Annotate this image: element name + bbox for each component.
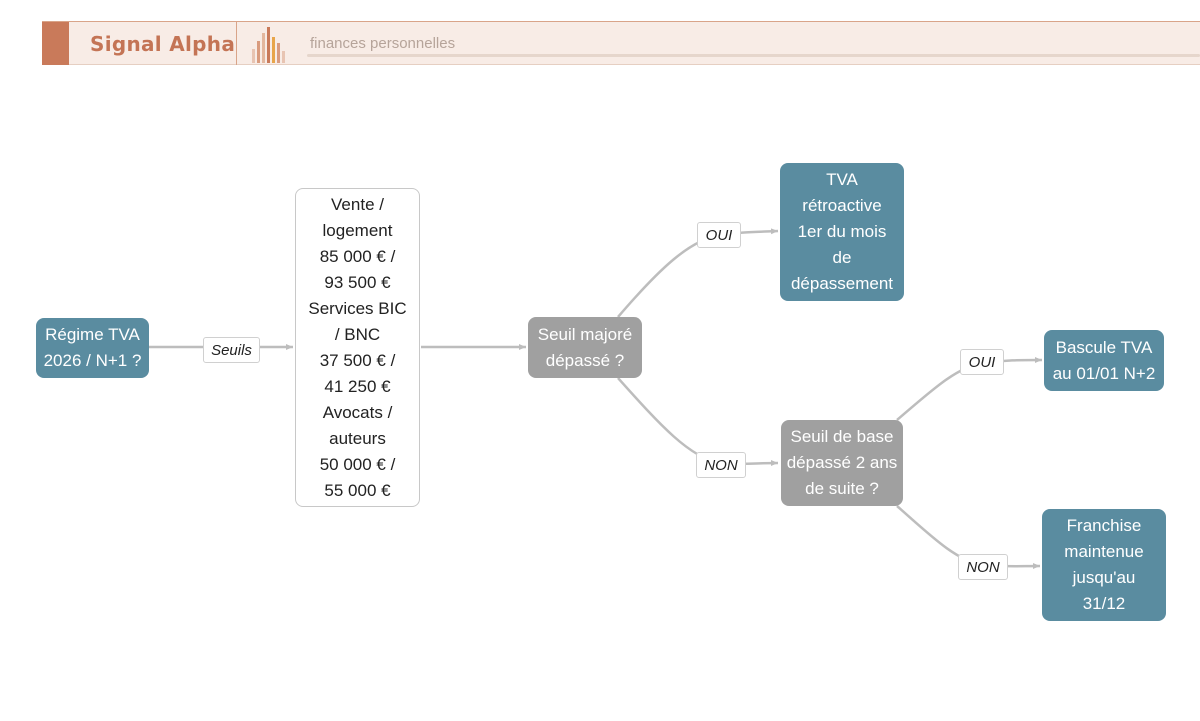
header-underline: [307, 54, 1200, 57]
node-decision-seuil-base[interactable]: Seuil de base dépassé 2 ans de suite ?: [781, 420, 903, 506]
header-divider: [236, 22, 237, 65]
node-start-regime-tva[interactable]: Régime TVA 2026 / N+1 ?: [36, 318, 149, 378]
edge-label-oui-1: OUI: [697, 222, 741, 248]
edge-label-seuils: Seuils: [203, 337, 260, 363]
app-header: Signal Alpha finances personnelles: [42, 21, 1200, 65]
brand-color-swatch: [42, 22, 69, 65]
bar-chart-logo-icon: [252, 27, 285, 63]
node-thresholds[interactable]: Vente / logement 85 000 € / 93 500 € Ser…: [295, 188, 420, 507]
node-decision-seuil-majore[interactable]: Seuil majoré dépassé ?: [528, 317, 642, 378]
edge-label-non-1: NON: [696, 452, 746, 478]
header-tagline: finances personnelles: [310, 35, 456, 52]
node-bascule-tva[interactable]: Bascule TVA au 01/01 N+2: [1044, 330, 1164, 391]
node-franchise-maintenue[interactable]: Franchise maintenue jusqu'au 31/12: [1042, 509, 1166, 621]
edge-label-non-2: NON: [958, 554, 1008, 580]
edge-decision-non: [617, 377, 779, 467]
brand-title[interactable]: Signal Alpha: [90, 32, 236, 56]
node-tva-retroactive[interactable]: TVA rétroactive 1er du mois de dépasseme…: [780, 163, 904, 301]
edge-label-oui-2: OUI: [960, 349, 1004, 375]
